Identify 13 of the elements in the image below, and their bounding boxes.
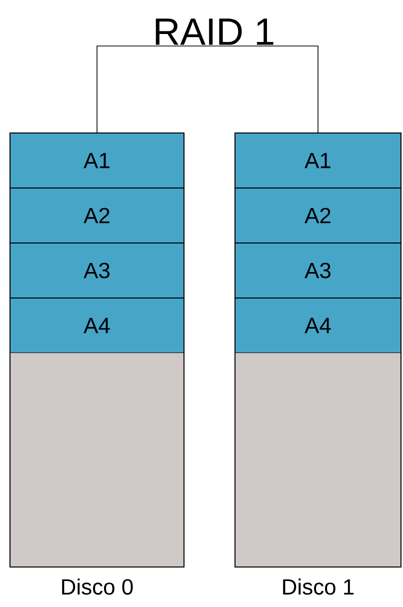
title-text: RAID 1	[156, 18, 274, 45]
node-label: Disco 1	[283, 578, 354, 595]
data-block: A2	[234, 188, 402, 244]
connector-line	[214, 46, 318, 133]
data-block: A1	[10, 132, 184, 188]
data-block: A4	[234, 298, 402, 354]
node-label: Disco 0	[62, 578, 133, 595]
data-block: A2	[10, 188, 184, 244]
data-block: A4	[10, 298, 184, 354]
data-block: A1	[234, 132, 402, 188]
data-block: A3	[234, 242, 402, 298]
data-block: A3	[10, 242, 184, 298]
connector-line	[96, 46, 214, 133]
